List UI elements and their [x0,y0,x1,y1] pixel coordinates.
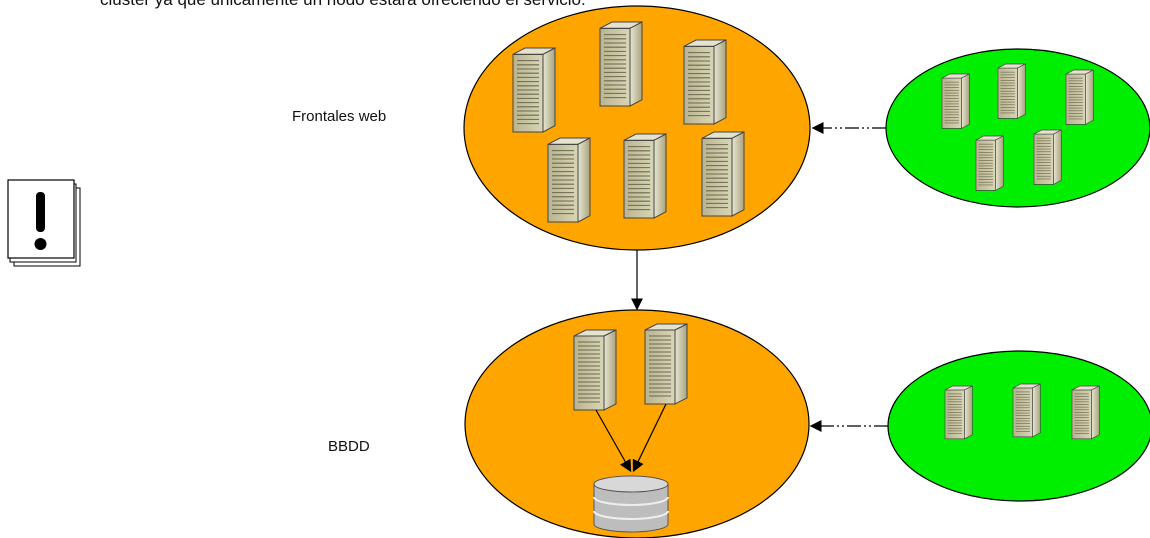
standby-web-server-5 [1033,129,1062,185]
db-server-1-link [595,409,632,473]
web-server-6 [701,131,745,217]
web-frontends-label: Frontales web [292,108,387,125]
web-server-1 [512,47,556,133]
db-server-2-link [632,403,667,473]
standby-web-server-1 [941,73,970,129]
intro-text: cluster ya que únicamente un nodo estará… [100,0,1000,10]
standby-web-server-3 [1065,69,1094,125]
web-server-3 [683,39,727,125]
database-cylinder-icon [593,475,669,533]
standby-db-server-3 [1071,385,1100,440]
web-server-4 [547,137,591,223]
standby-db-server-2 [1012,383,1041,438]
web-server-2 [599,21,643,107]
standby-web-server-4 [975,135,1004,191]
db-server-2 [644,323,688,405]
standby-web-server-2 [997,63,1026,119]
db-cluster-active [464,309,810,538]
standby-db-server-1 [944,385,973,440]
exclamation-note-icon [7,179,81,267]
db-server-1 [573,329,617,411]
web-server-5 [623,133,667,219]
database-label: BBDD [328,438,370,455]
